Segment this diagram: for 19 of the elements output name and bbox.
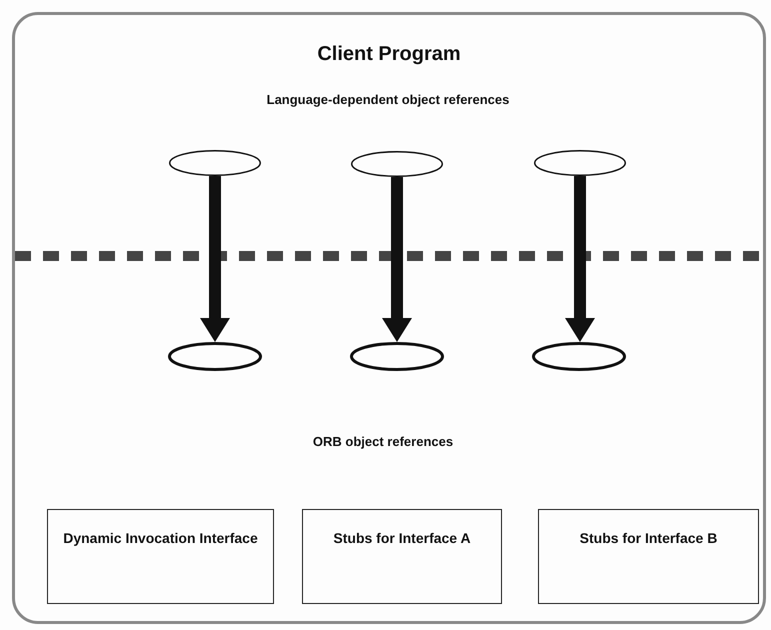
box-label: Dynamic Invocation Interface — [63, 529, 258, 548]
interface-box — [302, 509, 502, 604]
container-heading: Client Program — [316, 43, 462, 66]
ellipse-node — [351, 151, 443, 177]
ellipse-node — [534, 150, 626, 176]
interface-box — [538, 509, 759, 604]
box-label: Stubs for Interface A — [333, 529, 471, 548]
box-label: Stubs for Interface B — [580, 529, 718, 548]
program-container — [12, 12, 766, 624]
ellipse-node — [350, 342, 444, 371]
ellipse-node — [169, 150, 261, 176]
arrow — [200, 176, 230, 342]
ellipse-node — [532, 342, 626, 371]
interface-box — [47, 509, 274, 604]
arrow — [565, 176, 595, 342]
section-label: Language-dependent object references — [266, 92, 510, 107]
arrow — [382, 177, 412, 342]
section-label: ORB object references — [312, 434, 454, 449]
ellipse-node — [168, 342, 262, 371]
